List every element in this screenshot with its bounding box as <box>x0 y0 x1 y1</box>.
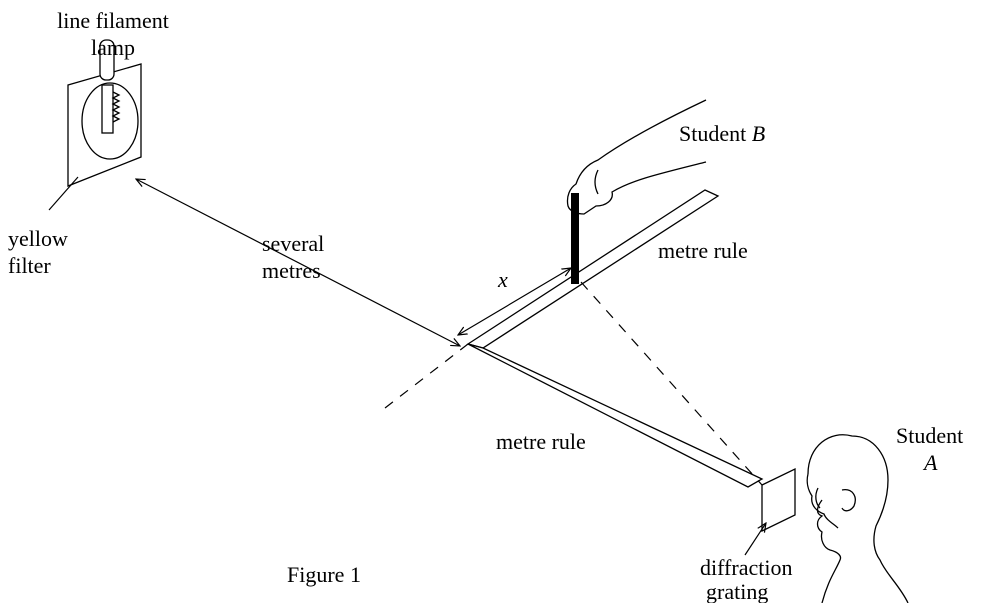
rule-bottom-label: metre rule <box>496 429 586 454</box>
student-a-head <box>806 434 909 603</box>
x-distance-arrow <box>458 268 571 335</box>
student-b-word: Student <box>679 121 746 146</box>
line-filament <box>111 91 121 123</box>
dashed-line-to-lamp <box>384 343 469 409</box>
filament-holder <box>101 84 114 134</box>
lamp-label-line1: line filament <box>57 8 169 33</box>
student-b-hand <box>566 99 707 215</box>
student-a-word: Student <box>896 423 963 448</box>
lamp-label-line2: lamp <box>91 35 135 60</box>
dashed-line-to-marker <box>580 281 763 486</box>
student-b-letter: B <box>752 121 765 146</box>
diffraction-grating <box>761 467 796 533</box>
marker-rod <box>571 193 579 284</box>
lamp-assembly <box>67 39 142 187</box>
yellow-filter <box>67 63 142 187</box>
filter-pointer <box>48 176 79 211</box>
rule-top-label: metre rule <box>658 238 748 263</box>
lamp-cap <box>99 39 115 81</box>
student-a-letter: A <box>922 450 938 475</box>
x-label: x <box>497 267 508 292</box>
filter-label-line1: yellow <box>8 226 68 251</box>
distance-label-line2: metres <box>262 258 321 283</box>
grating-pointer <box>744 523 766 556</box>
student-b-label: Student B <box>679 121 765 146</box>
filter-label-line2: filter <box>8 253 51 278</box>
grating-label-line2: grating <box>706 579 768 603</box>
grating-label-line1: diffraction <box>700 555 792 580</box>
several-metres-arrow <box>136 179 460 346</box>
metre-rule-bottom <box>467 343 764 488</box>
figure-caption: Figure 1 <box>287 562 361 587</box>
distance-label-line1: several <box>262 231 324 256</box>
